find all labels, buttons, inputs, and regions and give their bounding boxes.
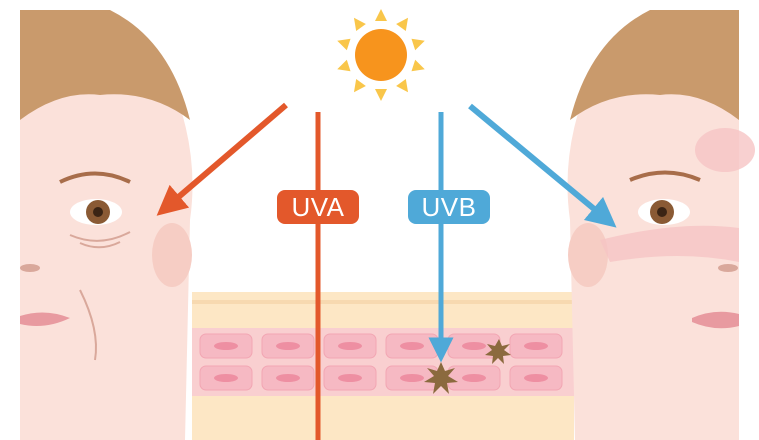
uvb-rays [428, 103, 617, 363]
uvb-arrow-to-face [468, 103, 617, 228]
uva-rays [156, 102, 321, 440]
uva-label: UVA [277, 190, 359, 224]
sun-icon [337, 9, 425, 101]
aged-face-left [20, 10, 193, 440]
skin-cross-section [192, 292, 574, 440]
spotted-face-right [567, 10, 755, 440]
uva-arrow-to-face [156, 102, 288, 216]
uvb-label: UVB [408, 190, 490, 224]
pigment-spot-icon [424, 339, 511, 394]
